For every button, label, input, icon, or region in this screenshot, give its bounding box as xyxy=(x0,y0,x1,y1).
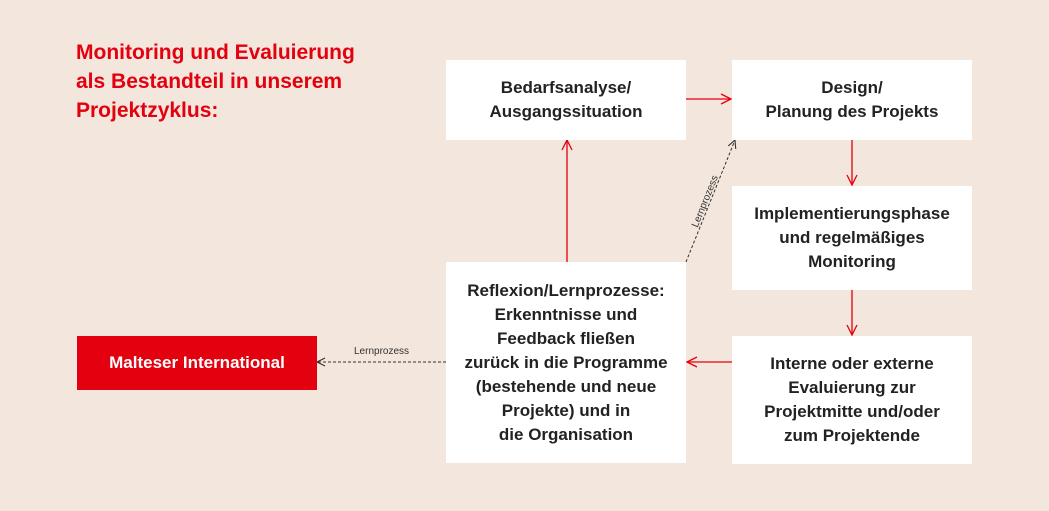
evaluierung-line-1: Interne oder externe xyxy=(770,354,934,373)
lernprozess-label-horizontal: Lernprozess xyxy=(354,346,410,357)
diagram-title: Monitoring und Evaluierung als Bestandte… xyxy=(76,38,416,125)
reflexion-line-7: die Organisation xyxy=(498,424,634,444)
bedarfsanalyse-box: Bedarfsanalyse/ Ausgangssituation xyxy=(446,60,686,140)
design-line-1: Design/ xyxy=(821,78,883,97)
evaluierung-box: Interne oder externe Evaluierung zur Pro… xyxy=(732,336,972,464)
arrow-reflexion-to-design-dashed xyxy=(685,140,735,263)
malteser-box: Malteser International xyxy=(77,336,317,390)
title-line-1: Monitoring und Evaluierung xyxy=(76,41,355,64)
evaluierung-line-2: Evaluierung zur xyxy=(788,378,916,397)
reflexion-box: Reflexion/Lernprozesse: Erkenntnisse und… xyxy=(446,262,686,463)
reflexion-line-4: zurück in die Programme xyxy=(464,352,668,372)
bedarfsanalyse-line-1: Bedarfsanalyse/ xyxy=(500,78,632,97)
implementierung-box: Implementierungsphase und regelmäßiges M… xyxy=(732,186,972,290)
reflexion-line-2: Erkenntnisse und xyxy=(494,304,638,324)
design-box: Design/ Planung des Projekts xyxy=(732,60,972,140)
reflexion-line-6: Projekte) und in xyxy=(501,400,631,420)
implementierung-line-1: Implementierungsphase xyxy=(754,204,950,223)
title-line-2: als Bestandteil in unserem xyxy=(76,70,343,93)
malteser-label: Malteser International xyxy=(109,353,285,372)
evaluierung-line-3: Projektmitte und/oder xyxy=(764,402,940,421)
implementierung-line-3: Monitoring xyxy=(808,252,896,271)
title-line-3: Projektzyklus: xyxy=(76,99,219,122)
reflexion-line-3: Feedback fließen xyxy=(497,328,635,348)
implementierung-line-2: und regelmäßiges xyxy=(779,228,925,247)
evaluierung-line-4: zum Projektende xyxy=(783,426,921,445)
reflexion-line-5: (bestehende und neue xyxy=(475,376,657,396)
bedarfsanalyse-line-2: Ausgangssituation xyxy=(489,102,643,121)
reflexion-line-1: Reflexion/Lernprozesse: xyxy=(467,280,665,300)
design-line-2: Planung des Projekts xyxy=(765,102,939,121)
